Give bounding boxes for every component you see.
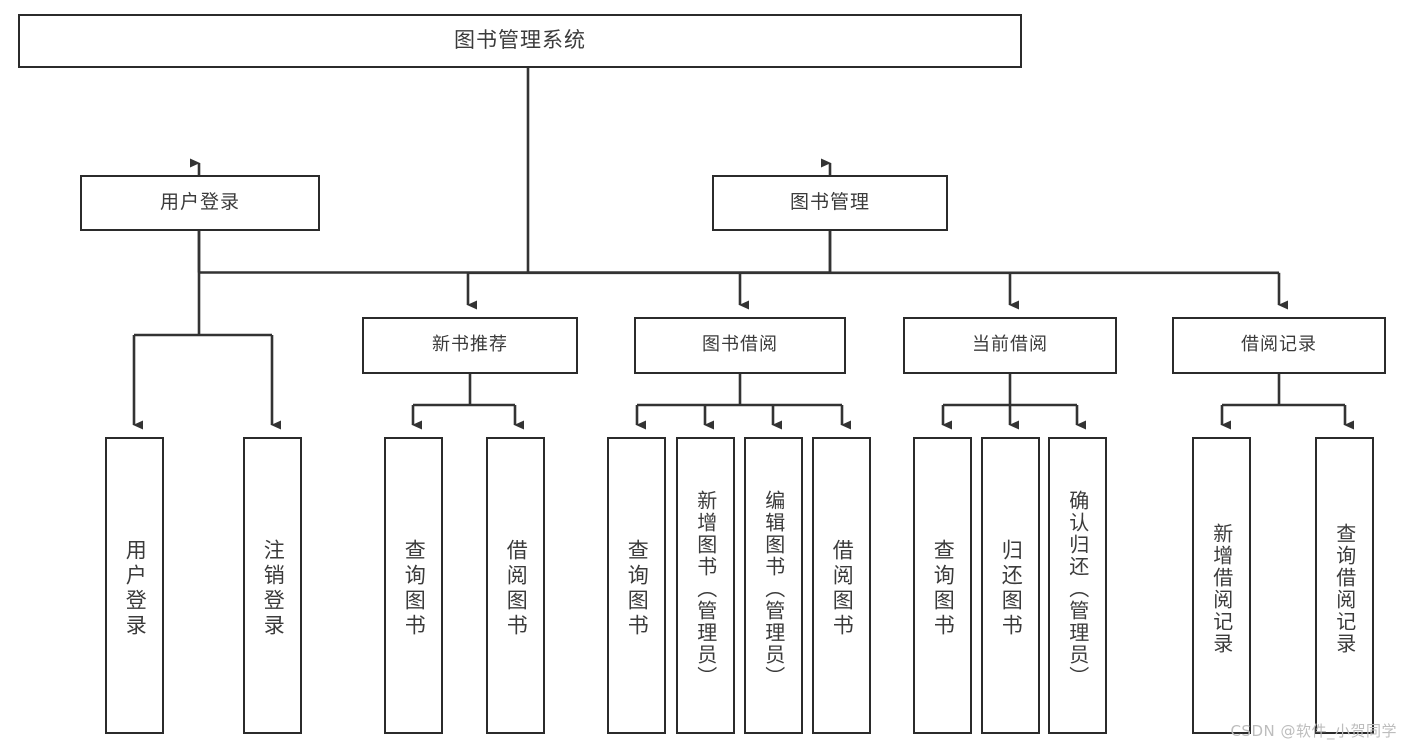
leaf-add-borrow-record[interactable]: 新增借阅记录 (1192, 437, 1251, 734)
leaf-query-book-borrow[interactable]: 查询图书 (607, 437, 666, 734)
node-label: 新增借阅记录 (1209, 522, 1234, 655)
leaf-borrow-book[interactable]: 借阅图书 (812, 437, 871, 734)
node-current-borrow[interactable]: 当前借阅 (903, 317, 1117, 374)
leaf-logout-login[interactable]: 注销登录 (243, 437, 302, 734)
node-label: 借阅记录 (1241, 334, 1317, 356)
node-label: 查询借阅记录 (1332, 522, 1357, 655)
node-label: 查询图书 (931, 538, 956, 639)
node-label: 归还图书 (999, 538, 1024, 639)
node-label: 用户登录 (159, 191, 240, 214)
node-label: 当前借阅 (972, 334, 1048, 356)
node-new-book-recommend[interactable]: 新书推荐 (362, 317, 578, 374)
node-label: 借阅图书 (830, 538, 855, 639)
node-label: 借阅图书 (504, 538, 529, 639)
leaf-user-login[interactable]: 用户登录 (105, 437, 164, 734)
node-label: 用户登录 (123, 538, 148, 639)
leaf-return-book[interactable]: 归还图书 (981, 437, 1040, 734)
leaf-query-borrow-record[interactable]: 查询借阅记录 (1315, 437, 1374, 734)
node-label: 查询图书 (625, 538, 650, 639)
node-root-system[interactable]: 图书管理系统 (18, 14, 1022, 68)
node-book-management[interactable]: 图书管理 (712, 175, 948, 231)
node-book-borrow[interactable]: 图书借阅 (634, 317, 846, 374)
leaf-confirm-return-admin[interactable]: 确认归还（管理员） (1048, 437, 1107, 734)
leaf-query-book-recommend[interactable]: 查询图书 (384, 437, 443, 734)
node-user-login[interactable]: 用户登录 (80, 175, 320, 231)
leaf-add-book-admin[interactable]: 新增图书（管理员） (676, 437, 735, 734)
node-label: 注销登录 (261, 538, 286, 639)
node-label: 查询图书 (402, 538, 427, 639)
leaf-query-book-current[interactable]: 查询图书 (913, 437, 972, 734)
node-label: 图书管理系统 (454, 28, 586, 53)
node-label: 新书推荐 (432, 334, 508, 356)
node-label: 新增图书（管理员） (693, 489, 718, 688)
node-label: 编辑图书（管理员） (761, 489, 786, 688)
node-label: 图书借阅 (702, 334, 778, 356)
node-label: 图书管理 (789, 191, 870, 214)
watermark-text: CSDN @软件_小贺同学 (1230, 722, 1397, 740)
node-label: 确认归还（管理员） (1065, 489, 1090, 688)
leaf-borrow-book-recommend[interactable]: 借阅图书 (486, 437, 545, 734)
leaf-edit-book-admin[interactable]: 编辑图书（管理员） (744, 437, 803, 734)
node-borrow-record[interactable]: 借阅记录 (1172, 317, 1386, 374)
